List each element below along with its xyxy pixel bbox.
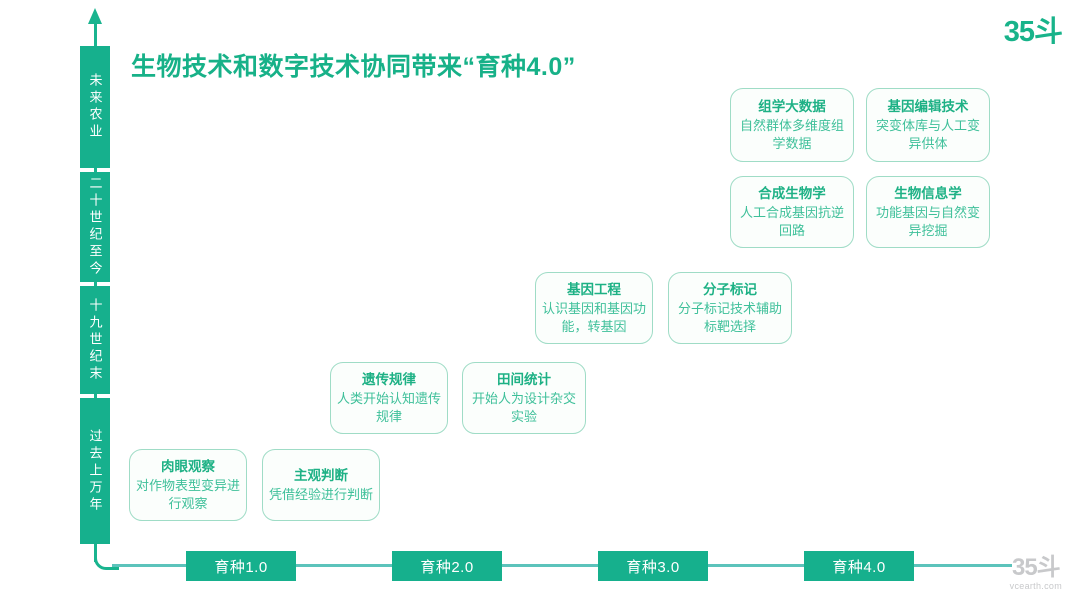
tech-card: 主观判断凭借经验进行判断 (262, 449, 380, 521)
watermark-logo: 35斗 (1011, 554, 1061, 581)
x-axis-line (112, 564, 1012, 567)
tech-card-title: 田间统计 (497, 372, 551, 388)
tech-card-body: 分子标记技术辅助标靶选择 (677, 301, 782, 334)
tech-card: 分子标记分子标记技术辅助标靶选择 (668, 272, 792, 344)
x-axis-stage-chip: 育种1.0 (186, 551, 296, 581)
tech-card-body: 对作物表型变异进行观察 (136, 478, 241, 511)
tech-card: 田间统计开始人为设计杂交实验 (462, 362, 586, 434)
tech-card: 肉眼观察对作物表型变异进行观察 (129, 449, 247, 521)
tech-card-title: 组学大数据 (758, 99, 826, 115)
tech-card-body: 凭借经验进行判断 (269, 487, 374, 503)
tech-card: 基因编辑技术突变体库与人工变异供体 (866, 88, 990, 162)
y-axis-era-block: 二十世纪至今 (80, 172, 110, 282)
page-title: 生物技术和数字技术协同带来“育种4.0” (131, 53, 576, 81)
watermark: 35斗 vcearth.com (1010, 556, 1062, 591)
tech-card-body: 功能基因与自然变异挖掘 (875, 205, 980, 238)
tech-card-body: 突变体库与人工变异供体 (875, 118, 980, 151)
tech-card-body: 人类开始认知遗传规律 (337, 391, 442, 424)
y-axis-era-block: 未来农业 (80, 46, 110, 168)
tech-card-title: 生物信息学 (894, 186, 962, 202)
tech-card-body: 开始人为设计杂交实验 (471, 391, 576, 424)
tech-card-body: 自然群体多维度组学数据 (739, 118, 844, 151)
watermark-url: vcearth.com (1009, 581, 1062, 591)
tech-card-body: 人工合成基因抗逆回路 (739, 205, 844, 238)
tech-card-title: 分子标记 (703, 282, 757, 298)
tech-card: 组学大数据自然群体多维度组学数据 (730, 88, 854, 162)
tech-card-title: 遗传规律 (362, 372, 416, 388)
y-axis-era-block: 过去上万年 (80, 398, 110, 544)
axis-corner-connector (94, 545, 119, 570)
x-axis-stage-chip: 育种2.0 (392, 551, 502, 581)
tech-card: 生物信息学功能基因与自然变异挖掘 (866, 176, 990, 248)
tech-card: 遗传规律人类开始认知遗传规律 (330, 362, 448, 434)
tech-card-title: 基因编辑技术 (887, 99, 969, 115)
tech-card-title: 主观判断 (294, 467, 348, 483)
tech-card: 基因工程认识基因和基因功能，转基因 (535, 272, 653, 344)
x-axis-stage-chip: 育种3.0 (598, 551, 708, 581)
tech-card-body: 认识基因和基因功能，转基因 (542, 301, 647, 334)
x-axis-stage-chip: 育种4.0 (804, 551, 914, 581)
tech-card-title: 基因工程 (567, 282, 621, 298)
y-axis-arrow-icon (88, 8, 102, 24)
tech-card-title: 肉眼观察 (161, 459, 215, 475)
brand-logo-top: 35斗 (1003, 16, 1063, 48)
tech-card-title: 合成生物学 (758, 186, 826, 202)
y-axis-era-block: 十九世纪末 (80, 286, 110, 394)
tech-card: 合成生物学人工合成基因抗逆回路 (730, 176, 854, 248)
